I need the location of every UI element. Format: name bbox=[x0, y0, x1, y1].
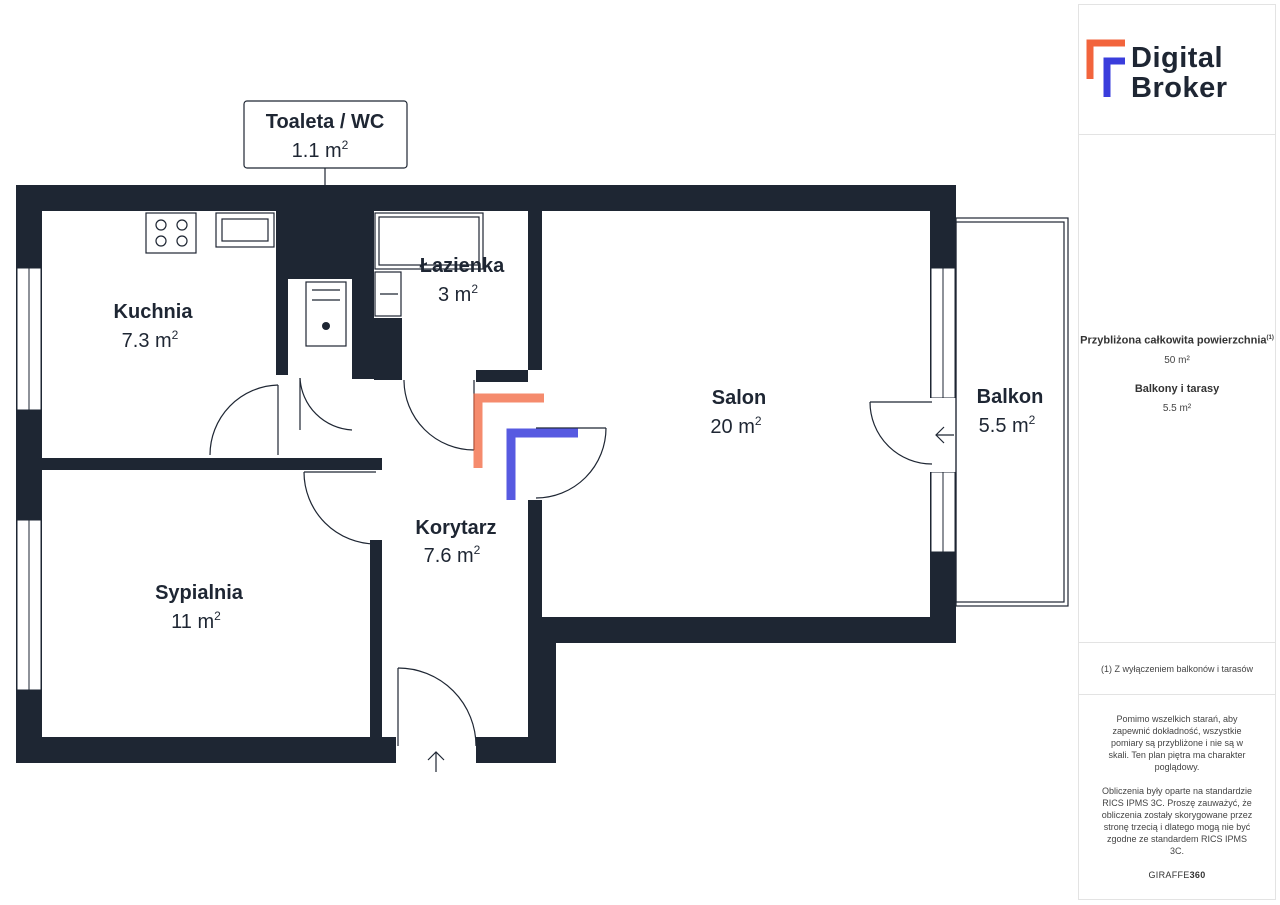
wall-salon-bottom bbox=[528, 617, 956, 643]
brand-logo: Digital Broker bbox=[1085, 35, 1275, 105]
room-area-hall: 7.6 m2 bbox=[424, 543, 481, 567]
balcony-arrow-icon bbox=[935, 426, 954, 444]
total-area-label: Przybliżona całkowita powierzchnia(1) bbox=[1080, 334, 1274, 347]
area-summary: Przybliżona całkowita powierzchnia(1) 50… bbox=[1079, 135, 1275, 643]
balcony-area-label: Balkony i tarasy bbox=[1134, 382, 1220, 395]
room-name-hall: Korytarz bbox=[415, 517, 496, 539]
bathroom-sink-icon bbox=[374, 271, 402, 317]
footnote: (1) Z wyłączeniem balkonów i tarasów bbox=[1079, 643, 1275, 695]
room-area-balcony: 5.5 m2 bbox=[979, 413, 1036, 437]
wall-wc-right bbox=[352, 279, 374, 379]
room-area-toilet: 1.1 m2 bbox=[292, 138, 349, 162]
watermark-logo-icon bbox=[473, 393, 578, 500]
wall-wc-top bbox=[288, 211, 374, 279]
room-area-living: 20 m2 bbox=[710, 414, 761, 438]
logo-section: Digital Broker bbox=[1079, 5, 1275, 135]
doors bbox=[209, 377, 933, 747]
logo-text-line2: Broker bbox=[1131, 72, 1228, 104]
door-bedroom bbox=[303, 471, 377, 545]
door-bathroom bbox=[403, 379, 475, 451]
fixtures bbox=[145, 212, 484, 347]
room-name-kitchen: Kuchnia bbox=[114, 301, 194, 323]
room-name-balcony: Balkon bbox=[977, 386, 1044, 408]
door-kitchen bbox=[209, 384, 279, 456]
wall-bath-left bbox=[374, 318, 402, 380]
balcony-outline bbox=[955, 217, 1069, 607]
disclaimer: Pomimo wszelkich starań, aby zapewnić do… bbox=[1079, 695, 1275, 901]
toilet-icon bbox=[305, 281, 347, 347]
wall-top bbox=[16, 185, 956, 211]
room-name-bedroom: Sypialnia bbox=[155, 582, 244, 604]
room-area-kitchen: 7.3 m2 bbox=[122, 328, 179, 352]
wall-kitchen-bedroom bbox=[42, 458, 382, 470]
door-balcony bbox=[869, 401, 933, 465]
wall-bedroom-hall bbox=[370, 540, 382, 763]
balcony-area-value: 5.5 m² bbox=[1162, 402, 1192, 414]
logo-text-line1: Digital bbox=[1131, 42, 1224, 74]
door-wc bbox=[299, 377, 353, 431]
floor-plan: Toaleta / WC 1.1 m2 Łazienka 3 m2 Kuchni… bbox=[16, 100, 1069, 772]
wall-bath-bottom bbox=[476, 370, 528, 382]
brand-logo-icon bbox=[1086, 39, 1125, 97]
wall-bottom-left bbox=[16, 737, 396, 763]
room-name-toilet: Toaleta / WC bbox=[266, 111, 385, 133]
bathtub-icon bbox=[374, 212, 484, 270]
room-area-bathroom: 3 m2 bbox=[438, 282, 478, 306]
toilet-drain-icon bbox=[322, 322, 330, 330]
room-name-living: Salon bbox=[712, 387, 766, 409]
giraffe360-brand: GIRAFFE360 bbox=[1148, 870, 1206, 880]
door-entrance bbox=[397, 667, 477, 747]
entrance-arrow-icon bbox=[427, 751, 445, 772]
disclaimer-paragraph-1: Pomimo wszelkich starań, aby zapewnić do… bbox=[1108, 714, 1246, 772]
disclaimer-paragraph-2: Obliczenia były oparte na standardzie RI… bbox=[1101, 786, 1253, 856]
wc-callout bbox=[243, 100, 408, 185]
info-sidebar: Digital Broker Przybliżona całkowita pow… bbox=[1078, 4, 1276, 900]
wall-kitchen-wc bbox=[276, 185, 288, 375]
room-name-bathroom: Łazienka bbox=[420, 255, 505, 277]
wall-hall-right bbox=[528, 620, 556, 763]
stove-icon bbox=[145, 212, 197, 254]
door-salon bbox=[535, 427, 607, 499]
total-area-value: 50 m² bbox=[1164, 354, 1190, 366]
wall-hall-salon bbox=[528, 500, 542, 630]
wall-bath-salon bbox=[528, 185, 542, 370]
room-area-bedroom: 11 m2 bbox=[171, 609, 221, 633]
kitchen-sink-icon bbox=[215, 212, 275, 248]
